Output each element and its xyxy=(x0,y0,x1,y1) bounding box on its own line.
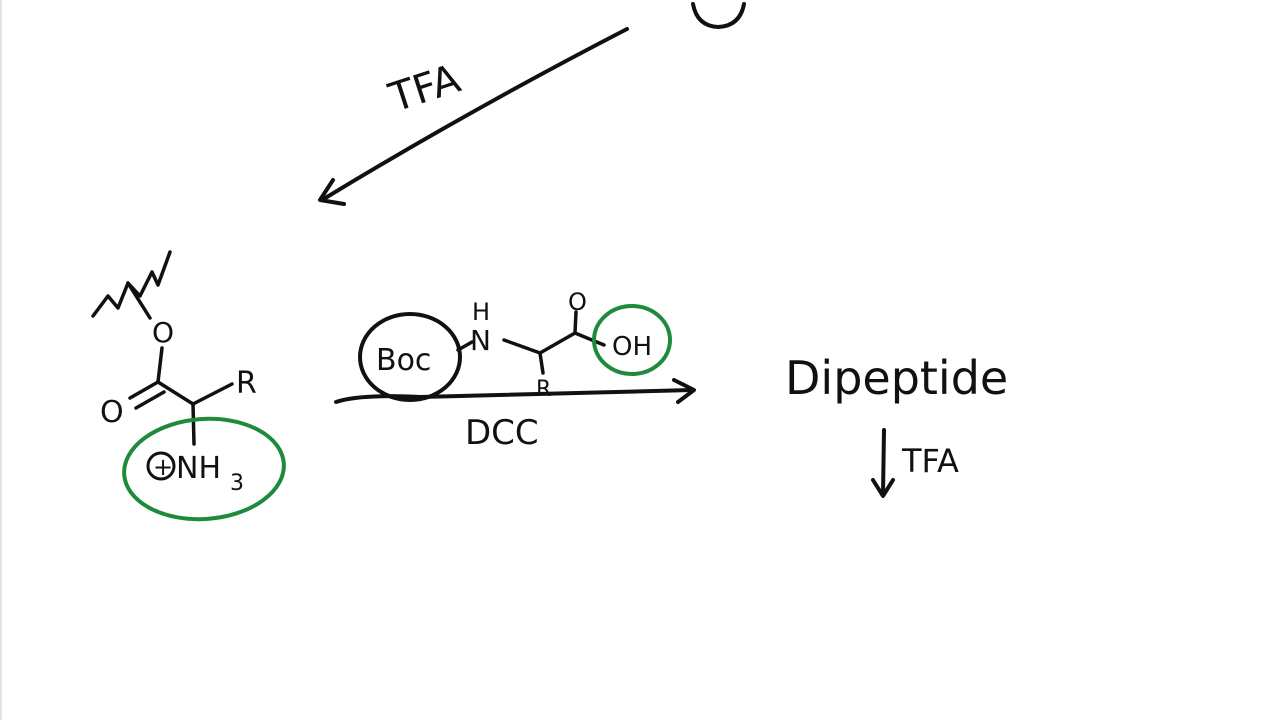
nh-nitrogen-label: N xyxy=(470,324,491,357)
ammonium-highlight-ring xyxy=(122,416,286,522)
carbonyl-double-bond-2 xyxy=(134,390,166,410)
methyl-ester-zigzag xyxy=(91,250,172,318)
coupling-arrow-head xyxy=(672,378,696,404)
deprotection-arrow-shaft xyxy=(881,428,886,496)
offscreen-circle-fragment xyxy=(691,2,746,29)
alpha-r-bond xyxy=(538,351,545,375)
ester-oxygen-label: O xyxy=(152,316,174,349)
acid-carbonyl-bond xyxy=(573,310,578,335)
alpha-n-bond xyxy=(191,402,196,446)
ammonium-group-label: NH xyxy=(176,451,221,486)
acid-carbonyl-oxygen-label: O xyxy=(568,288,587,316)
ammonium-subscript-label: 3 xyxy=(230,471,244,496)
boc-label: Boc xyxy=(376,343,431,378)
ester-c-o-bond xyxy=(156,346,164,384)
product-label: Dipeptide xyxy=(785,351,1008,405)
boc-n-bond xyxy=(456,340,474,352)
coupling-arrow-shaft xyxy=(334,388,694,404)
deprotection-arrow-head xyxy=(871,478,895,498)
deprotection-reagent-label: TFA xyxy=(901,442,959,480)
coupling-substituent-label: R xyxy=(536,377,551,402)
acid-oh-bond xyxy=(573,331,606,347)
tfa-arrow-label: TFA xyxy=(383,56,466,122)
tfa-arrow-shaft xyxy=(320,27,629,202)
ammonium-charge-label: + xyxy=(153,453,173,481)
carbonyl-oxygen-label: O xyxy=(100,395,124,430)
nh-hydrogen-label: H xyxy=(472,298,490,326)
boc-circle xyxy=(358,312,462,402)
n-alpha-bond xyxy=(502,331,577,355)
charge-circle xyxy=(146,451,176,481)
tfa-arrow-head xyxy=(318,178,346,206)
coupling-activator-label: DCC xyxy=(465,413,539,453)
carbonyl-double-bond-1 xyxy=(128,380,160,400)
acid-group-label: OH xyxy=(612,332,652,362)
canvas-left-edge xyxy=(0,0,2,720)
ester-o-bond xyxy=(126,281,152,320)
acid-highlight-ring xyxy=(592,304,672,376)
amine-substituent-label: R xyxy=(236,366,257,401)
alpha-carbon-bond xyxy=(156,380,234,406)
